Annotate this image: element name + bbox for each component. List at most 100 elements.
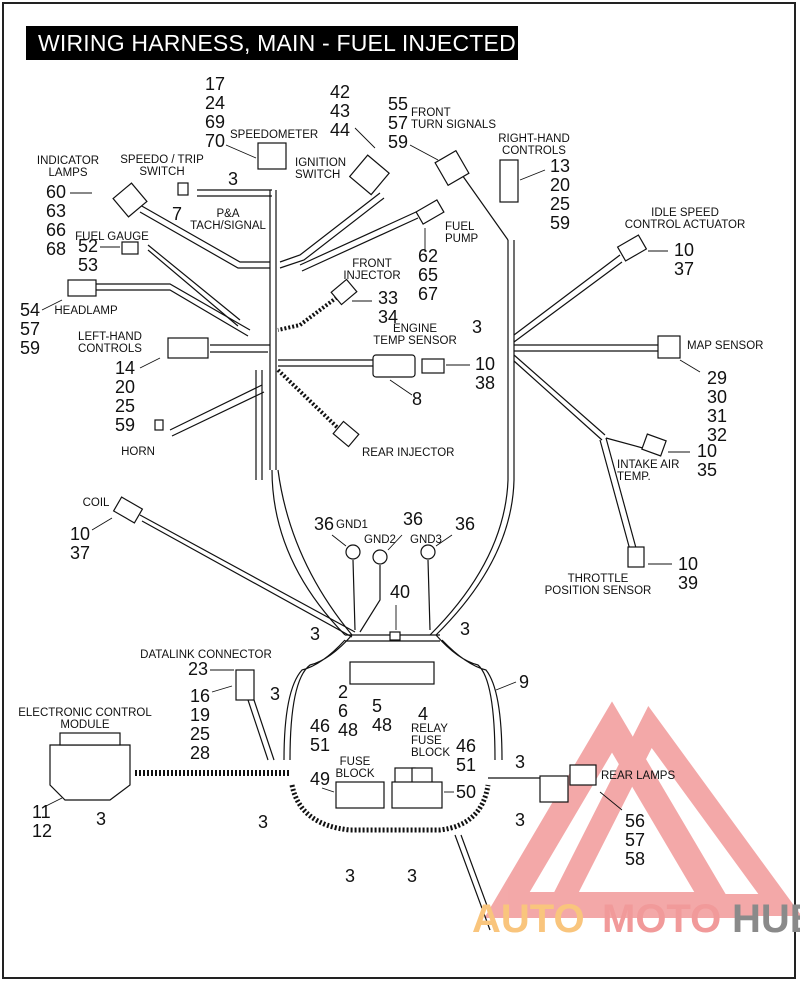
ignition-switch-label: SWITCH [295, 169, 340, 181]
part-number: 23 [188, 659, 208, 679]
gnd3-label: GND3 [410, 534, 442, 546]
datalink-connector-icon [235, 669, 255, 701]
front-turn-signals-label: TURN SIGNALS [411, 119, 496, 131]
gnd3-callout: GND3 36 [410, 514, 475, 547]
part-number: 14 [115, 358, 135, 378]
part-number: 5 [372, 696, 382, 716]
cable-strap-callout: 3 [460, 619, 470, 639]
right-hand-controls-icon [499, 159, 519, 203]
engine-temp-sensor-label: ENGINE [393, 323, 437, 335]
engine-temp-harness-icon [372, 354, 416, 378]
part-number: 57 [388, 113, 408, 133]
part-number: 42 [330, 82, 350, 102]
fuse-block-icon [335, 781, 385, 809]
left-hand-controls-label: CONTROLS [78, 343, 142, 355]
part-number: 16 [190, 686, 210, 706]
leader-line [321, 787, 335, 793]
idle-speed-control-actuator-label: CONTROL ACTUATOR [625, 219, 746, 231]
part-number: 37 [70, 543, 90, 563]
cable-strap-callout: 3 [515, 752, 525, 772]
part-number: 32 [707, 425, 727, 445]
ignition-switch-icon [348, 154, 390, 196]
part-number: 24 [205, 93, 225, 113]
leader-line [389, 379, 413, 396]
relay-group-callout: 548 [372, 696, 392, 735]
speedometer-icon [257, 142, 287, 170]
cable-strap-callout: 3 [515, 810, 525, 830]
fuel-pump-icon [415, 199, 445, 225]
part-number: 46 [456, 736, 476, 756]
fuel-gauge-icon [121, 241, 139, 255]
part-number: 58 [625, 849, 645, 869]
part-number: 43 [330, 101, 350, 121]
leader-line [225, 144, 257, 159]
throttle-position-sensor-label: POSITION SENSOR [545, 585, 652, 597]
leader-line [495, 681, 517, 691]
speedo-trip-switch-label: SPEEDO / TRIP [120, 154, 204, 166]
rear-injector-callout: REAR INJECTOR [362, 447, 454, 459]
part-number: 39 [678, 573, 698, 593]
front-injector-label: INJECTOR [343, 270, 400, 282]
part-number: 51 [310, 735, 330, 755]
coil-icon [112, 496, 144, 524]
part-number: 10 [475, 354, 495, 374]
fuel-pump-label: FUEL [445, 221, 475, 233]
rear-lamp-housing-icon [539, 775, 569, 803]
cable-strap-callout: 3 [96, 809, 106, 829]
relay-fuse-block-label: BLOCK [411, 747, 450, 759]
front-injector-label: FRONT [352, 258, 392, 270]
part-number: 7 [172, 204, 182, 224]
part-number: 10 [678, 554, 698, 574]
leader-line [41, 797, 63, 809]
idle-speed-control-actuator-label: IDLE SPEED [651, 207, 719, 219]
part-number: 20 [115, 377, 135, 397]
part-number: 48 [338, 720, 358, 740]
coil-label: COIL [83, 497, 110, 509]
front-turn-signal-icon [434, 149, 470, 187]
part-number: 11 [32, 802, 51, 822]
cable-strap-callout: 3 [310, 624, 320, 644]
intake-air-temp-icon [641, 433, 667, 457]
front-turn-signals-label: FRONT [411, 107, 451, 119]
part-number: 25 [115, 396, 135, 416]
electronic-control-module-label: ELECTRONIC CONTROL [18, 707, 152, 719]
speedo-trip-switch-icon [177, 182, 189, 196]
watermark-text: AUTOMOTOHUB [472, 897, 800, 941]
part-number: 33 [378, 288, 398, 308]
gnd2-label: GND2 [364, 534, 396, 546]
throttle-position-sensor-label: THROTTLE [568, 573, 629, 585]
part-number: 66 [46, 220, 66, 240]
part-number: 20 [550, 175, 570, 195]
part-number: 49 [310, 769, 330, 789]
part-number: 59 [550, 213, 570, 233]
part-number: 36 [455, 514, 475, 534]
relay-fuse-block-label: RELAY [411, 723, 448, 735]
datalink-connector-label: DATALINK CONNECTOR [140, 649, 272, 661]
part-number: 13 [550, 156, 570, 176]
part-number: 12 [32, 821, 52, 841]
connector-40-callout: 40 [390, 582, 410, 630]
speedometer-label: SPEEDOMETER [230, 129, 318, 141]
leader-line [409, 144, 439, 161]
watermark-logo-icon [484, 701, 800, 918]
part-number: 31 [707, 406, 727, 426]
plate-callout: 4 [418, 704, 428, 724]
engine-temp-harness-callout: 8 [389, 379, 422, 409]
leader-line [41, 299, 63, 311]
intake-air-temp-label: INTAKE AIR [617, 459, 679, 471]
part-number: 38 [475, 373, 495, 393]
